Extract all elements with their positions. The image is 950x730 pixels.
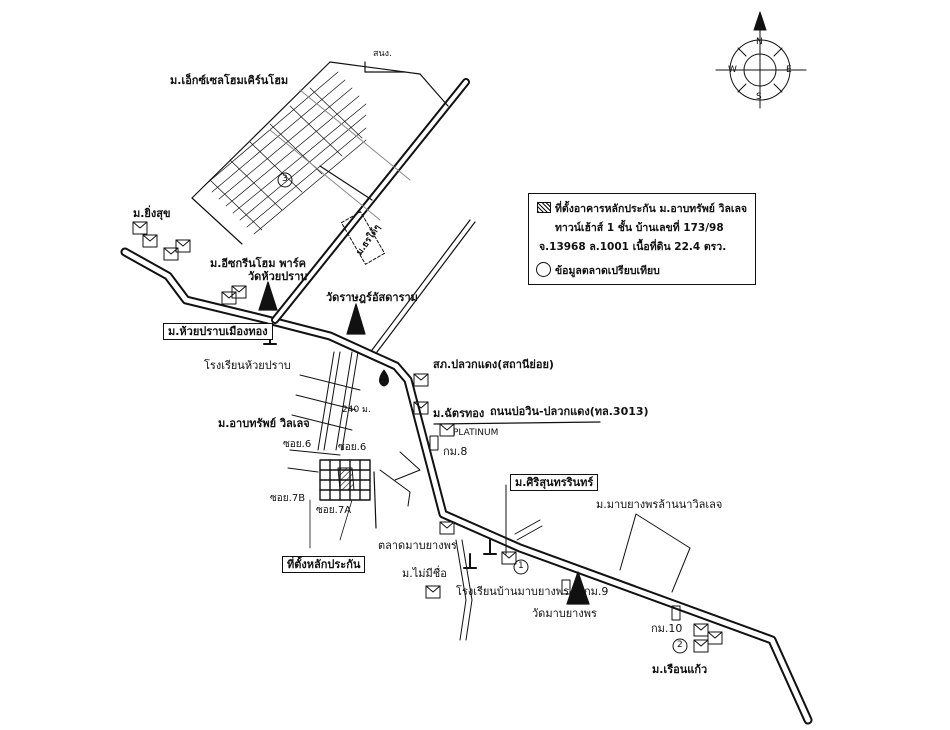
marker-2-label: 2 bbox=[677, 640, 683, 650]
house-icons bbox=[132, 221, 723, 653]
label-arbsup: ม.อาบทรัพย์ วิลเลจ bbox=[218, 417, 310, 430]
label-soi-6b: ซอย.6 bbox=[338, 442, 367, 453]
side-roads bbox=[379, 451, 691, 641]
east-road bbox=[371, 219, 476, 353]
marker-2 bbox=[672, 638, 688, 654]
label-exec-home: ม.เอ็กซ์เซลโฮมเคิร์นโฮม bbox=[170, 74, 289, 87]
label-huay-prab-muang: ม.ห้วยปราบเมืองทอง bbox=[163, 323, 273, 340]
label-ruenkaew: ม.เรือนแก้ว bbox=[652, 663, 708, 676]
circle-marker-icon bbox=[536, 262, 551, 277]
leader-lines bbox=[373, 421, 601, 529]
compass-north: N bbox=[756, 37, 763, 47]
main-road bbox=[120, 247, 813, 725]
label-soi-7b: ซอย.7B bbox=[270, 493, 306, 504]
label-sirisunthorn: ม.ศิริสุนทรรินทร์ bbox=[510, 474, 599, 491]
marker-1 bbox=[513, 559, 529, 575]
compass-east: E bbox=[786, 65, 792, 75]
label-post: สภ.ปลวกแดง(สถานีย่อย) bbox=[433, 358, 554, 371]
label-collateral: ที่ตั้งหลักประกัน bbox=[282, 556, 366, 573]
legend-line-4: ข้อมูลตลาดเปรียบเทียบ bbox=[555, 265, 660, 277]
temple-icons bbox=[258, 281, 590, 605]
north-road bbox=[271, 78, 470, 324]
road-sign-box bbox=[340, 211, 386, 265]
label-wat-huay-prab: วัดห้วยปราบ bbox=[248, 270, 308, 283]
label-wat-mabyang: วัดมาบยางพร bbox=[532, 607, 597, 620]
marker-3-label: 3 bbox=[282, 174, 288, 184]
label-chaingam: ม.ยิ่งสุข bbox=[133, 207, 171, 220]
label-ecogreen: ม.อีซกรีนโฮม พาร์ค bbox=[210, 257, 306, 270]
hatch-swatch-icon bbox=[537, 202, 551, 213]
label-market: ตลาดมาบยางพร bbox=[378, 539, 457, 552]
exec-estate-grid bbox=[204, 71, 367, 235]
compass-south: S bbox=[756, 92, 762, 102]
legend-line-1: ที่ตั้งอาคารหลักประกัน ม.อาบทรัพย์ วิลเล… bbox=[555, 203, 748, 215]
label-school-huay: โรงเรียนห้วยปราบ bbox=[204, 359, 291, 372]
legend-line-2: ทาวน์เฮ้าส์ 1 ชั้น บ้านเลขที่ 173/98 bbox=[555, 222, 724, 234]
label-km9: กม.9 bbox=[584, 585, 609, 598]
label-km10: กม.10 bbox=[651, 622, 683, 635]
label-soi-7a: ซอย.7A bbox=[316, 505, 352, 516]
label-platinum: PLATINUM bbox=[453, 428, 499, 438]
label-km8: กม.8 bbox=[443, 445, 468, 458]
legend-line-3: จ.13968 ล.1001 เนื้อที่ดิน 22.4 ตรว. bbox=[539, 241, 727, 253]
collateral-site bbox=[337, 467, 355, 491]
label-wat-rat: วัดราษฎร์อัสดาราม bbox=[326, 291, 418, 304]
marker-1-label: 1 bbox=[518, 561, 524, 571]
station-icon bbox=[379, 369, 389, 387]
arbsup-soi bbox=[287, 351, 361, 473]
label-no-name: ม.ไม่มีชื่อ bbox=[402, 567, 447, 580]
compass-icon bbox=[715, 11, 807, 109]
label-chatrathong: ม.ฉัตรทอง bbox=[433, 407, 485, 420]
legend-box: ที่ตั้งอาคารหลักประกัน ม.อาบทรัพย์ วิลเล… bbox=[528, 193, 756, 285]
label-road-name: ถนนบ่อวิน-ปลวกแดง(ทล.3013) bbox=[490, 405, 649, 418]
label-mabyang-village: ม.มาบยางพรล้านนาวิลเลจ bbox=[596, 498, 723, 511]
compass-west: W bbox=[728, 65, 737, 75]
school-icons bbox=[263, 329, 497, 569]
marker-3 bbox=[277, 172, 293, 188]
estate-soi bbox=[269, 89, 411, 221]
label-school-mabyang: โรงเรียนบ้านมาบยางพร bbox=[456, 585, 570, 598]
label-distance: 240 ม. bbox=[342, 405, 371, 415]
label-sewer: สนง. bbox=[373, 49, 392, 59]
label-soi-6a: ซอย.6 bbox=[283, 439, 312, 450]
